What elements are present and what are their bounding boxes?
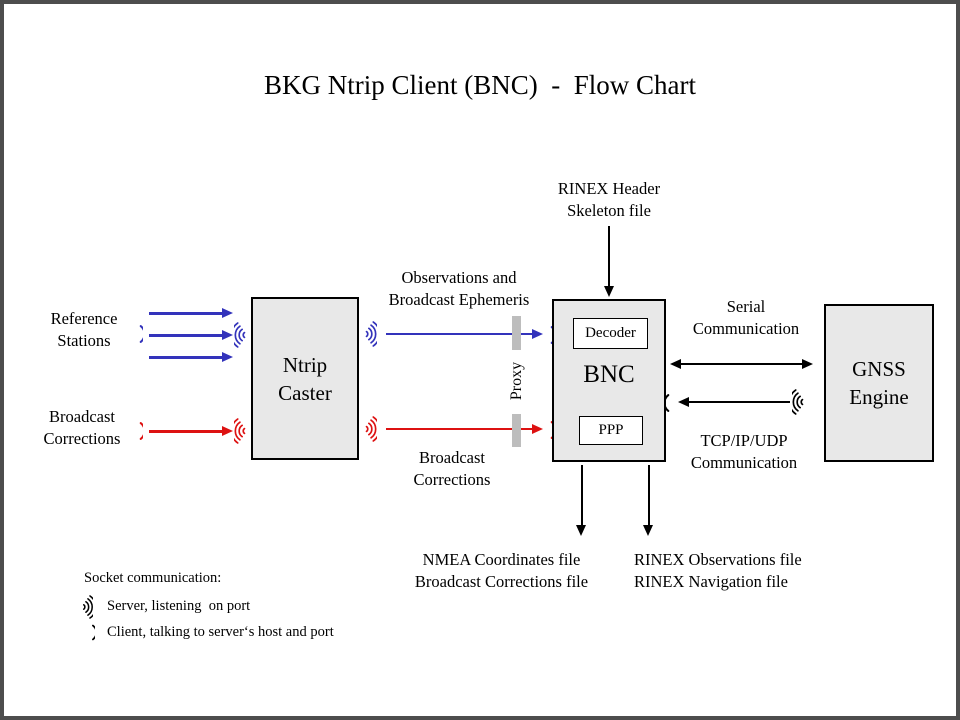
rinex-header-skeleton-label: RINEX Header Skeleton file	[557, 179, 661, 220]
reference-stream-arrow	[149, 334, 224, 337]
proxy-bar	[512, 316, 521, 350]
broadcast-corrections-input-label: Broadcast Corrections	[43, 407, 121, 448]
server-socket-icon	[234, 418, 249, 444]
arrowhead	[222, 351, 233, 362]
broadcast-corrections-stream-label: Broadcast Corrections	[413, 448, 491, 489]
node-ntrip-caster: Ntrip Caster	[251, 297, 359, 460]
reference-stations-label: Reference Stations	[50, 309, 118, 350]
corrections-stream-arrow	[386, 427, 534, 431]
proxy-bar	[512, 414, 521, 447]
rinex-output-arrow	[647, 465, 650, 527]
corrections-input-arrow	[149, 430, 224, 433]
server-socket-icon	[362, 321, 377, 347]
arrowhead	[678, 396, 689, 407]
proxy-label: Proxy	[508, 361, 525, 401]
arrowhead	[670, 358, 681, 369]
server-socket-icon	[80, 595, 93, 619]
server-socket-icon	[362, 416, 377, 442]
arrowhead	[576, 525, 586, 536]
arrowhead	[532, 328, 543, 339]
arrowhead	[532, 423, 543, 434]
tcp-udp-arrow	[688, 401, 790, 403]
nmea-output-arrow	[580, 465, 583, 527]
legend-server-item: Server, listening on port	[107, 598, 251, 614]
serial-arrow	[680, 363, 804, 365]
arrowhead	[222, 329, 233, 340]
legend-heading: Socket communication:	[84, 570, 222, 586]
arrowhead	[643, 525, 653, 536]
gnss-engine-label: GNSS Engine	[849, 357, 909, 409]
node-ppp: PPP	[579, 416, 643, 445]
node-bnc: Decoder BNC PPP	[552, 299, 666, 462]
tcp-udp-communication-label: TCP/IP/UDP Communication	[690, 431, 798, 472]
serial-communication-label: Serial Communication	[692, 297, 800, 338]
client-socket-icon	[666, 391, 675, 415]
ppp-label: PPP	[598, 422, 624, 438]
observations-stream-arrow	[386, 332, 534, 336]
client-socket-icon	[134, 322, 143, 346]
server-socket-icon	[792, 389, 807, 415]
arrowhead	[222, 425, 233, 436]
observations-ephemeris-label: Observations and Broadcast Ephemeris	[388, 268, 530, 309]
client-socket-icon	[87, 622, 95, 643]
node-decoder: Decoder	[573, 318, 648, 349]
nmea-output-label: NMEA Coordinates file Broadcast Correcti…	[414, 550, 589, 591]
arrowhead	[603, 286, 614, 297]
ntrip-caster-label: Ntrip Caster	[278, 352, 332, 405]
node-gnss-engine: GNSS Engine	[824, 304, 934, 462]
rinex-output-label: RINEX Observations file RINEX Navigation…	[634, 550, 802, 591]
server-socket-icon	[234, 322, 249, 348]
reference-stream-arrow	[149, 312, 224, 315]
client-socket-icon	[134, 419, 143, 443]
arrowhead	[802, 358, 813, 369]
page-title: BKG Ntrip Client (BNC) - Flow Chart	[264, 70, 696, 100]
bnc-label: BNC	[583, 361, 635, 388]
arrowhead	[222, 307, 233, 318]
skeleton-file-arrow	[608, 226, 610, 288]
legend-client-item: Client, talking to server‘s host and por…	[107, 624, 334, 640]
decoder-label: Decoder	[585, 325, 636, 341]
reference-stream-arrow	[149, 356, 224, 359]
